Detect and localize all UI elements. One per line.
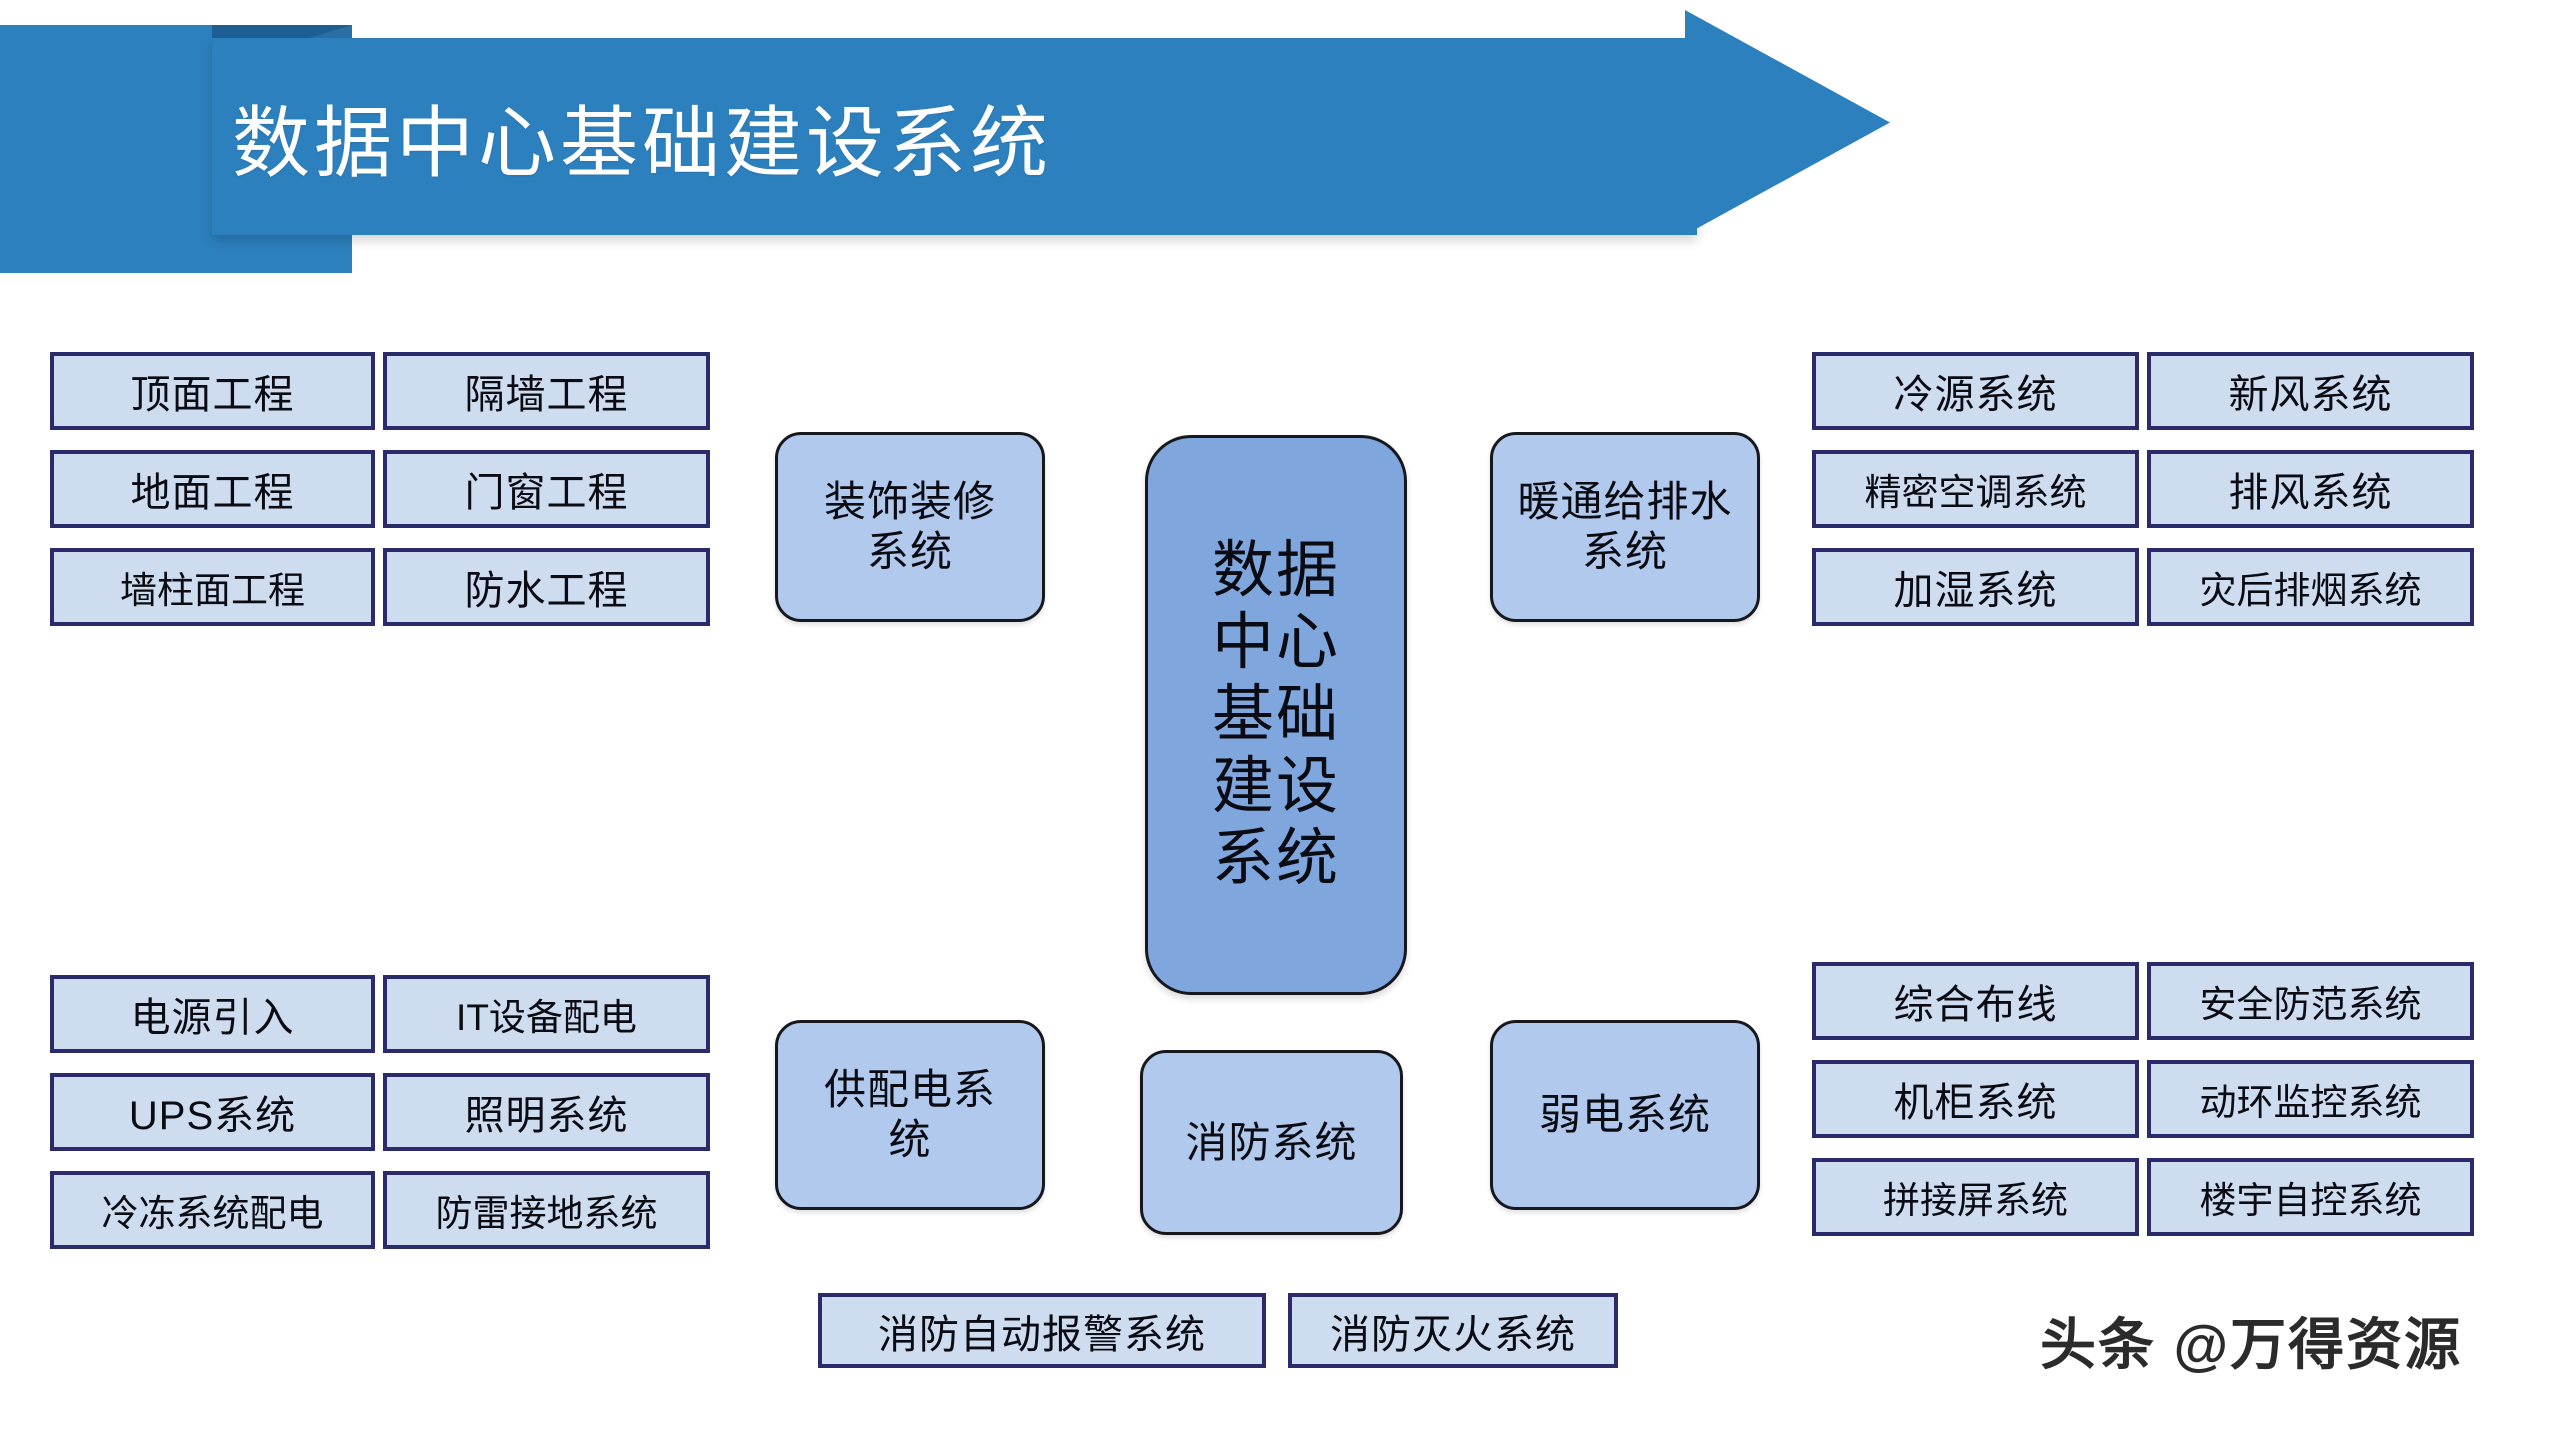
leaf-box[interactable]: 拼接屏系统: [1812, 1158, 2139, 1236]
watermark: 头条 @万得资源: [2040, 1313, 2463, 1376]
category-node-hvac[interactable]: 暖通给排水系统: [1490, 432, 1760, 622]
category-node-fire[interactable]: 消防系统: [1140, 1050, 1403, 1235]
leaf-box[interactable]: 照明系统: [383, 1073, 710, 1151]
category-node-weak-current[interactable]: 弱电系统: [1490, 1020, 1760, 1210]
leaf-box[interactable]: 消防自动报警系统: [818, 1293, 1266, 1368]
leaf-box[interactable]: 防雷接地系统: [383, 1171, 710, 1249]
leaf-box[interactable]: UPS系统: [50, 1073, 375, 1151]
category-node-label: 装饰装修系统: [823, 478, 996, 575]
banner-body: [212, 38, 1697, 235]
leaf-box[interactable]: 动环监控系统: [2147, 1060, 2474, 1138]
leaf-box[interactable]: 精密空调系统: [1812, 450, 2139, 528]
page-title: 数据中心基础建设系统: [232, 98, 1053, 187]
leaf-box[interactable]: 防水工程: [383, 548, 710, 626]
leaf-box[interactable]: 安全防范系统: [2147, 962, 2474, 1040]
leaf-box[interactable]: 冷冻系统配电: [50, 1171, 375, 1249]
leaf-box[interactable]: 冷源系统: [1812, 352, 2139, 430]
leaf-box[interactable]: 消防灭火系统: [1288, 1293, 1618, 1368]
leaf-box[interactable]: 综合布线: [1812, 962, 2139, 1040]
leaf-box[interactable]: 排风系统: [2147, 450, 2474, 528]
leaf-box[interactable]: 新风系统: [2147, 352, 2474, 430]
category-node-label: 消防系统: [1185, 1118, 1358, 1166]
category-node-label: 供配电系统: [823, 1066, 996, 1163]
leaf-box[interactable]: 隔墙工程: [383, 352, 710, 430]
leaf-box[interactable]: 加湿系统: [1812, 548, 2139, 626]
category-node-decoration[interactable]: 装饰装修系统: [775, 432, 1045, 622]
leaf-box[interactable]: 楼宇自控系统: [2147, 1158, 2474, 1236]
category-node-label: 暖通给排水系统: [1517, 478, 1733, 575]
leaf-box[interactable]: 机柜系统: [1812, 1060, 2139, 1138]
leaf-box[interactable]: 灾后排烟系统: [2147, 548, 2474, 626]
center-hub-node[interactable]: 数据中心基础建设系统: [1145, 435, 1407, 995]
leaf-box[interactable]: 门窗工程: [383, 450, 710, 528]
center-hub-label: 数据中心基础建设系统: [1211, 536, 1340, 893]
leaf-box[interactable]: 地面工程: [50, 450, 375, 528]
leaf-box[interactable]: 顶面工程: [50, 352, 375, 430]
leaf-box[interactable]: 墙柱面工程: [50, 548, 375, 626]
category-node-label: 弱电系统: [1538, 1091, 1711, 1139]
category-node-power[interactable]: 供配电系统: [775, 1020, 1045, 1210]
leaf-box[interactable]: 电源引入: [50, 975, 375, 1053]
banner-arrow-head-icon: [1685, 10, 1890, 235]
leaf-box[interactable]: IT设备配电: [383, 975, 710, 1053]
